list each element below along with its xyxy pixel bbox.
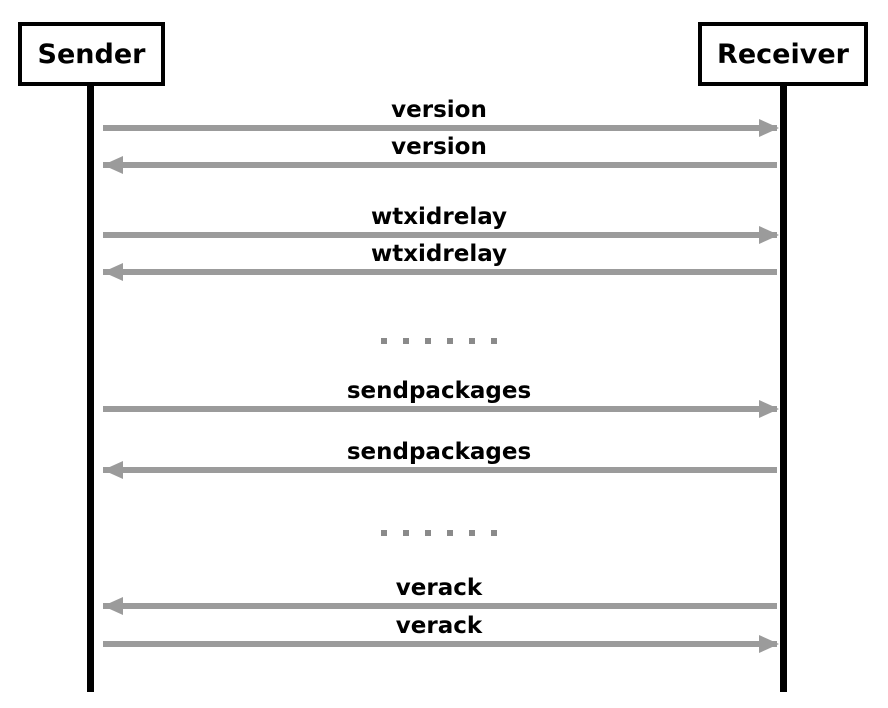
ellipsis-row [0,522,883,541]
ellipsis-dot [491,337,497,344]
ellipsis-row [0,330,883,349]
participant-sender-label: Sender [37,38,146,70]
ellipsis-dot [491,529,497,536]
arrowhead-right-icon [759,119,779,137]
message-label: verack [395,613,483,639]
message-line [103,603,777,609]
ellipsis-dot [425,529,431,536]
message-line [103,406,777,412]
arrowhead-right-icon [759,635,779,653]
message-label: wtxidrelay [370,204,508,230]
ellipsis-dot [381,529,387,536]
arrowhead-left-icon [103,461,123,479]
ellipsis-dot [469,529,475,536]
message-label: version [391,134,487,160]
message-line [103,467,777,473]
ellipsis-dot [469,337,475,344]
message-line [103,125,777,131]
arrowhead-right-icon [759,400,779,418]
message-label: sendpackages [346,378,532,404]
message-line [103,269,777,275]
message-line [103,162,777,168]
message-label: version [391,97,487,123]
ellipsis-dot [447,337,453,344]
ellipsis-dot [381,337,387,344]
message-label: sendpackages [346,439,532,465]
arrowhead-left-icon [103,597,123,615]
lifeline-receiver [780,84,787,692]
participant-receiver: Receiver [698,22,868,86]
message-label: wtxidrelay [370,241,508,267]
lifeline-sender [87,84,94,692]
participant-receiver-label: Receiver [717,38,849,70]
arrowhead-left-icon [103,263,123,281]
ellipsis-dot [403,529,409,536]
ellipsis-dot [403,337,409,344]
message-line [103,641,777,647]
message-line [103,232,777,238]
arrowhead-right-icon [759,226,779,244]
message-label: verack [395,575,483,601]
ellipsis-dot [447,529,453,536]
arrowhead-left-icon [103,156,123,174]
ellipsis-dot [425,337,431,344]
participant-sender: Sender [18,22,165,86]
